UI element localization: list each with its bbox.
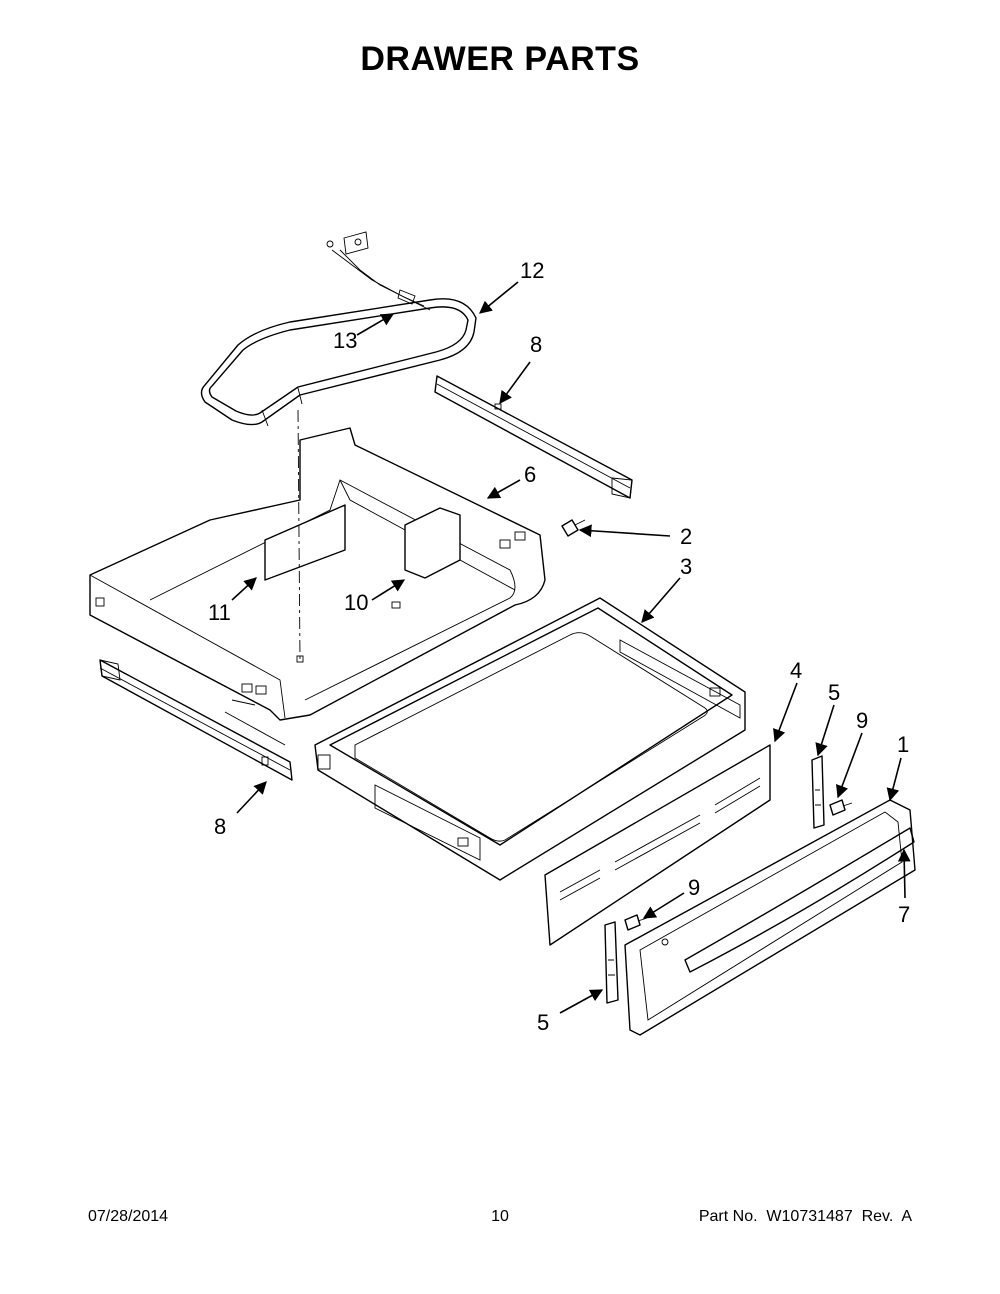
- leader-lines: [231, 281, 911, 1014]
- callout-5-upper: 5: [828, 680, 840, 705]
- callout-8-upper: 8: [530, 332, 542, 357]
- footer-part-number: Part No. W10731487 Rev. A: [698, 1208, 912, 1225]
- screw-part-9-upper: [829, 799, 853, 816]
- fastener-hole: [296, 655, 304, 663]
- callout-10: 10: [344, 590, 368, 615]
- callout-8-lower: 8: [214, 814, 226, 839]
- callout-1: 1: [897, 732, 909, 757]
- drawer-slide-part-8-upper: [434, 375, 633, 499]
- page-title: DRAWER PARTS: [360, 40, 640, 78]
- callout-6: 6: [524, 462, 536, 487]
- drawer-front-panel-part-4: [544, 744, 771, 946]
- callout-9-upper: 9: [856, 708, 868, 733]
- callout-11: 11: [208, 600, 231, 625]
- callout-4: 4: [790, 658, 802, 683]
- footer-date: 07/28/2014: [88, 1208, 169, 1225]
- hinge-part-5-upper: [811, 755, 825, 829]
- callout-9-lower: 9: [688, 875, 700, 900]
- callout-3: 3: [680, 554, 692, 579]
- footer-page-number: 10: [491, 1208, 509, 1225]
- screw-part-2: [561, 519, 586, 537]
- hinge-part-5-lower: [604, 921, 619, 1004]
- callout-13: 13: [333, 328, 357, 353]
- callout-7: 7: [898, 902, 910, 927]
- bake-element-part-12: [200, 231, 477, 427]
- alignment-line: [297, 409, 301, 661]
- callout-12: 12: [520, 258, 544, 283]
- callout-5-lower: 5: [537, 1010, 549, 1035]
- callout-2: 2: [680, 524, 692, 549]
- drawer-support-part-6: [89, 427, 546, 721]
- drawer-handle-part-7: [684, 827, 915, 973]
- drawer-slide-part-8-lower: [99, 659, 293, 781]
- drawer-body-part-3: [314, 597, 746, 881]
- drawer-panel-part-1: [624, 799, 916, 1036]
